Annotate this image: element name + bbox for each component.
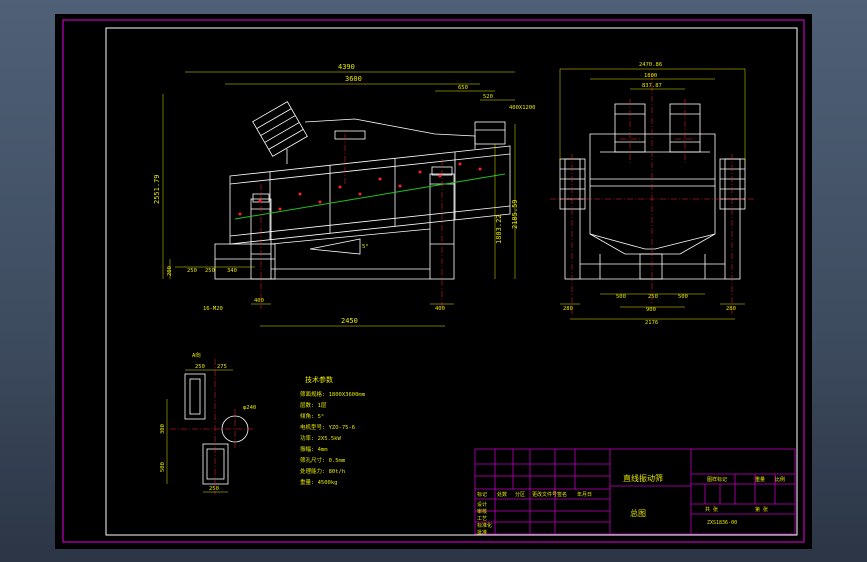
outlet-height-300: 300: [160, 424, 166, 434]
outlet-dimensions: [166, 369, 233, 493]
spec-row: 重量: 4500kg: [300, 478, 338, 486]
title-row-label: 签名: [557, 491, 567, 498]
screen-deck-line: [234, 173, 506, 220]
title-role: 工艺: [477, 516, 487, 522]
dim-height-1803: 1803.22: [495, 214, 503, 244]
title-row-labels: 标记 处数 分区更改文件号签名 年月日: [477, 491, 592, 498]
title-extra-label: 比例: [775, 476, 785, 483]
title-extra-label: 图样标记: [707, 476, 727, 483]
dim-left-support: 400: [254, 298, 264, 304]
title-drawing-no: ZXS1836-00: [707, 520, 737, 526]
outlet-diameter: φ240: [243, 405, 256, 411]
spec-row: 电机型号: YZO-75-6: [300, 423, 355, 431]
dim-base-height: 200: [167, 266, 173, 276]
spec-row: 筛孔尺寸: 0.5mm: [300, 456, 346, 464]
side-view: [559, 103, 746, 280]
cad-drawing-viewport[interactable]: 4390 3600 650 520 400X1200 2551.79 2185.…: [55, 14, 812, 549]
title-name: 直线振动筛: [623, 473, 663, 483]
title-row-label: 处数: [497, 491, 507, 498]
title-extra-labels: 图样标记 重量 比例共 张 第 张: [705, 476, 785, 513]
dim-left-foot: 280: [563, 306, 573, 312]
spec-row: 振幅: 4mm: [300, 445, 328, 453]
outlet-bottom-250: 250: [209, 486, 219, 492]
title-role: 批准: [477, 529, 487, 536]
side-centerlines: [550, 74, 755, 314]
title-extra-label: 第 张: [755, 506, 768, 513]
dim-inlet: 400X1200: [509, 105, 536, 111]
dim-bottom-500a: 500: [616, 294, 626, 300]
dim-motor-spacing: 837.87: [642, 83, 662, 89]
outlet-label: A向: [192, 351, 201, 359]
outlet-dim-275: 275: [217, 364, 227, 370]
dim-height-2185: 2185.59: [511, 199, 519, 229]
outlet-height-500: 500: [160, 462, 166, 472]
front-view: [214, 101, 511, 280]
title-block: [474, 448, 796, 535]
spec-row: 功率: 2X5.5kW: [300, 434, 341, 442]
outlet-centerlines: [170, 359, 255, 494]
inner-frame: [105, 27, 798, 536]
spec-row: 层数: 1层: [300, 401, 327, 409]
side-dimensions: [559, 68, 746, 320]
deck-markers: [238, 162, 482, 216]
outlet-dim-250: 250: [195, 364, 205, 370]
dim-right-support: 400: [435, 306, 445, 312]
dim-bottom-250: 250: [648, 294, 658, 300]
bolt-spec: 16-M20: [203, 306, 223, 312]
specs-title: 技术参数: [305, 375, 333, 384]
front-centerlines: [260, 134, 443, 309]
title-extra-label: 共 张: [705, 506, 718, 513]
dim-length-3600: 3600: [345, 75, 362, 83]
dim-340: 340: [227, 268, 237, 274]
title-extra-label: 重量: [755, 476, 765, 483]
dim-support-spacing: 2450: [341, 317, 358, 325]
dim-width-1800: 1800: [644, 73, 657, 79]
dim-bottom-500b: 500: [678, 294, 688, 300]
spec-row: 处理能力: 80t/h: [300, 467, 345, 475]
dim-overall-width: 2470.86: [639, 62, 662, 68]
spec-row: 倾角: 5°: [300, 412, 324, 420]
dim-overall-length: 4390: [338, 63, 355, 71]
front-dimensions: [162, 71, 516, 327]
title-role: 设计: [477, 501, 487, 508]
dim-width-900: 900: [646, 307, 656, 313]
dim-250b: 250: [205, 268, 215, 274]
spec-row: 筛面规格: 1800X3600mm: [300, 390, 366, 398]
title-row-label: 更改文件号: [532, 491, 557, 498]
dim-right-foot: 280: [726, 306, 736, 312]
title-role: 标准化: [477, 522, 492, 529]
title-role: 审核: [477, 508, 487, 515]
dim-520: 520: [483, 94, 493, 100]
title-row-label: 年月日: [577, 491, 592, 498]
outer-frame: [62, 19, 805, 543]
dim-650: 650: [458, 85, 468, 91]
title-view: 总图: [630, 508, 646, 518]
dim-base-width: 2176: [645, 320, 658, 326]
drawing-canvas: 4390 3600 650 520 400X1200 2551.79 2185.…: [62, 19, 805, 543]
title-row-label: 标记: [477, 491, 487, 498]
angle-label: 5°: [362, 244, 369, 250]
title-row-label: 分区: [515, 491, 525, 498]
dim-total-height: 2551.79: [153, 174, 161, 204]
dim-250: 250: [187, 268, 197, 274]
